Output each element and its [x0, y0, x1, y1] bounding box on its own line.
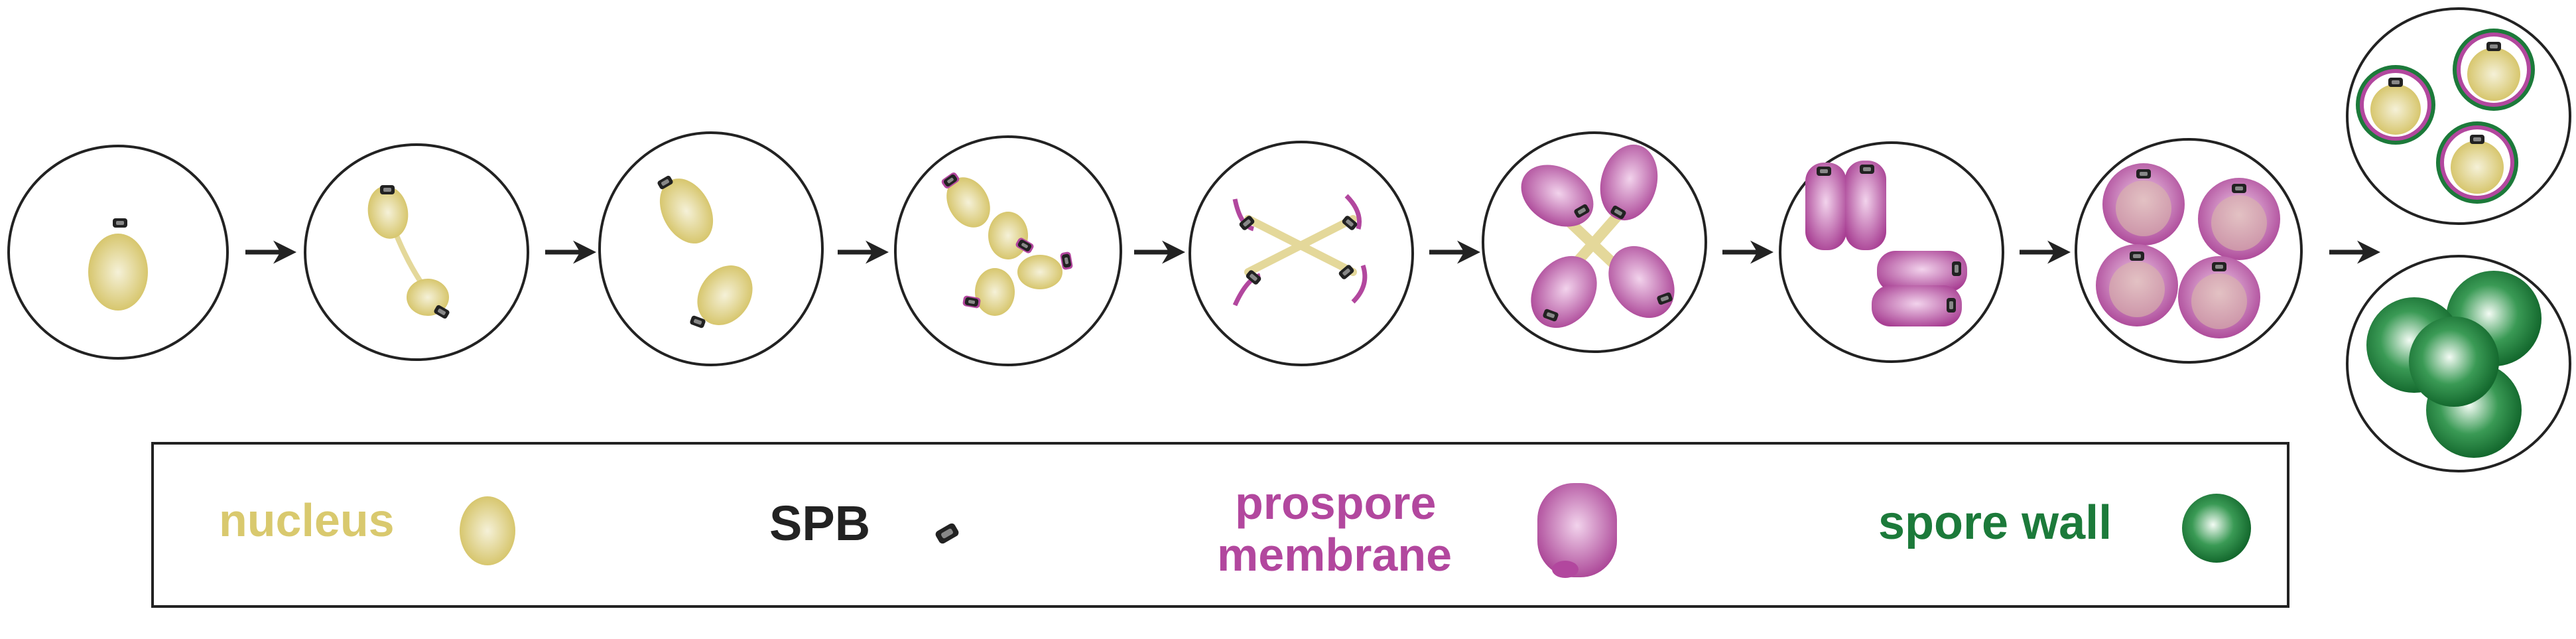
stage-8-cell — [2075, 138, 2303, 364]
spb-icon — [2212, 262, 2226, 271]
legend-nucleus-label: nucleus — [219, 494, 395, 546]
spb-icon — [2486, 42, 2501, 51]
spb-icon — [2470, 135, 2484, 144]
prospore-membrane-icon — [2102, 163, 2185, 246]
spore-wall-icon — [2182, 494, 2251, 563]
legend-membrane-label-line1: prospore — [1235, 477, 1436, 529]
nucleus-icon — [1017, 255, 1063, 289]
nucleus-icon — [460, 496, 515, 565]
spb-icon — [2388, 78, 2403, 87]
prospore-membrane-icon — [2096, 244, 2178, 326]
prospore-membrane-icon — [1845, 161, 1886, 250]
stage-9-cell-bottom — [2346, 255, 2571, 472]
stage-3-cell — [598, 131, 824, 366]
prospore-membrane-icon — [1805, 163, 1846, 250]
stage-5-cell — [1189, 141, 1414, 366]
prospore-membrane-icon — [1877, 251, 1967, 292]
prospore-membrane-icon — [2198, 178, 2280, 260]
nucleus-icon — [946, 177, 990, 228]
prospore-membrane-icon — [1872, 285, 1962, 326]
stage-6-cell — [1482, 131, 1707, 353]
spb-icon — [2136, 169, 2151, 178]
spb-icon — [2232, 184, 2246, 193]
legend-membrane-label-line2: membrane — [1217, 529, 1452, 581]
spore-wall-icon — [2409, 317, 2499, 407]
stage-1-cell — [7, 145, 229, 360]
prospore-membrane-icon — [1600, 144, 1658, 221]
prospore-membrane-icon — [1537, 483, 1617, 578]
stage-9-cell-top — [2346, 7, 2571, 225]
spb-icon — [380, 185, 395, 194]
spb-icon — [1817, 167, 1831, 176]
nucleus-icon — [88, 234, 148, 311]
spb-icon — [1947, 298, 1956, 313]
nucleus-icon — [975, 268, 1015, 316]
spb-icon — [113, 218, 127, 228]
spb-icon — [1860, 165, 1874, 174]
spb-icon — [2130, 251, 2144, 261]
stage-2-cell — [304, 143, 529, 361]
nucleus-icon — [697, 265, 753, 325]
stage-7-cell — [1779, 141, 2004, 363]
nucleus-icon — [367, 186, 409, 239]
nucleus-icon — [659, 178, 714, 244]
legend-spb-label: SPB — [769, 496, 870, 551]
spb-icon — [1952, 261, 1961, 276]
prospore-membrane-icon — [2178, 256, 2260, 338]
nucleus-icon — [988, 212, 1028, 259]
legend-spore-wall-label: spore wall — [1878, 496, 2112, 549]
legend: nucleus SPB prospore membrane spore wall — [151, 442, 2289, 608]
stage-4-cell — [894, 135, 1122, 366]
